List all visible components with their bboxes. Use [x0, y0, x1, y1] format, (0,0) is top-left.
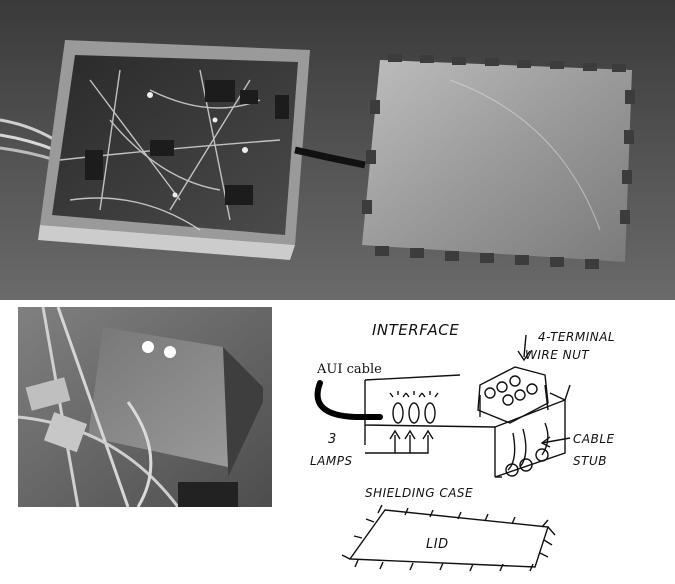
- bottom-photo-graphic: [18, 307, 272, 507]
- aui-cable-line: [314, 380, 383, 420]
- lamps-count-label: 3: [328, 432, 337, 447]
- bottom-photo: [18, 307, 272, 507]
- sketch-title: INTERFACE: [372, 321, 459, 339]
- open-box: [38, 40, 310, 260]
- lamp-light-2: [164, 346, 176, 358]
- top-photo-graphic: [0, 0, 675, 300]
- lamp-light-1: [142, 341, 154, 353]
- shielding-case-drawing: [364, 366, 571, 478]
- lid-photo: [362, 54, 635, 269]
- lid-label: LID: [426, 537, 449, 552]
- cable-label: CABLE: [573, 432, 615, 446]
- wire-nut-label-line1: 4-TERMINAL: [538, 330, 615, 344]
- sketch-graphic: INTERFACE 4-TERMINAL WIRE NUT AUI cable: [310, 321, 615, 572]
- lamps-label: LAMPS: [310, 454, 353, 468]
- lamps-drawing: [365, 391, 439, 454]
- top-photo: [0, 0, 675, 300]
- interface-sketch: INTERFACE 4-TERMINAL WIRE NUT AUI cable: [280, 305, 675, 580]
- aui-cable-label: AUI cable: [316, 362, 382, 377]
- shielding-case-label: SHIELDING CASE: [365, 486, 473, 500]
- lid-drawing: [341, 504, 556, 572]
- stub-label: STUB: [573, 454, 607, 468]
- wire-nut-label-line2: WIRE NUT: [525, 348, 590, 362]
